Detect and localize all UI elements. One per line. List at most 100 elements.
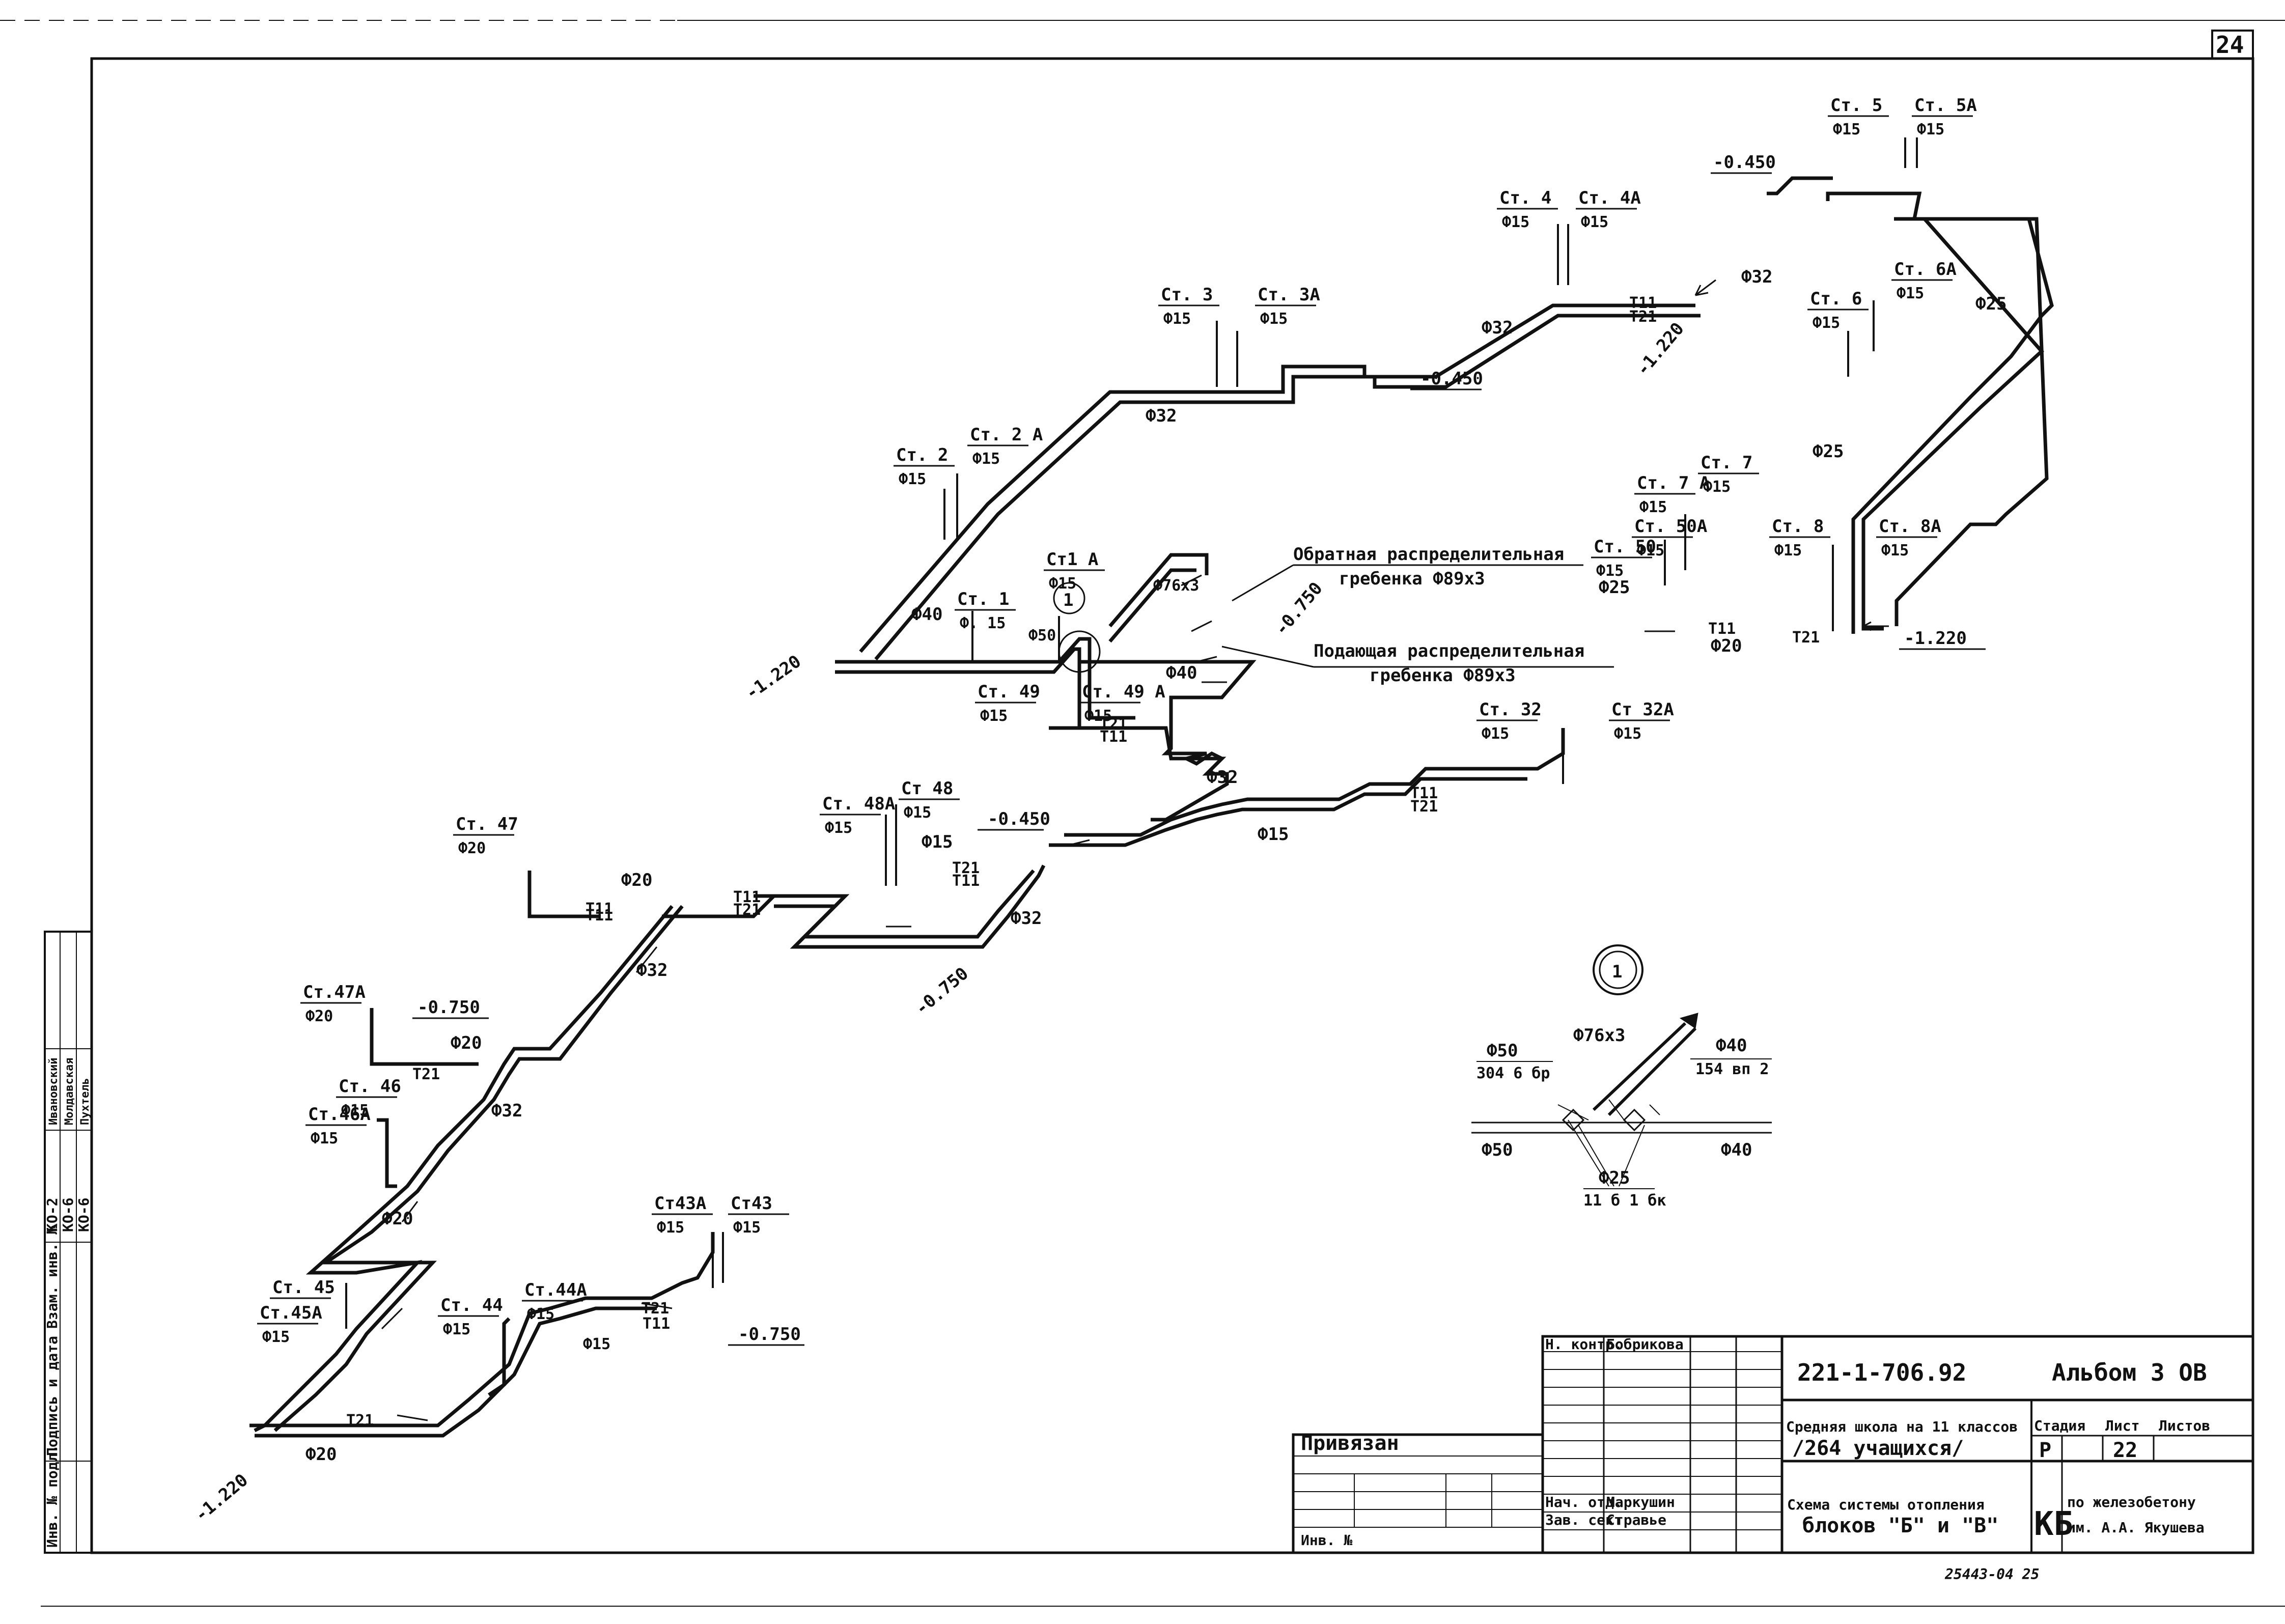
tb-album: Альбом 3 ОВ <box>2052 1359 2207 1386</box>
riser-name-st45a: Ст.45А <box>260 1303 322 1323</box>
elev-m0450-low: -0.450 <box>988 809 1050 829</box>
riser-stubs <box>345 137 1918 1329</box>
elev-p1220-c: -1.220 <box>1904 628 1967 649</box>
riser-name-st8: Ст. 8 <box>1772 516 1824 537</box>
marker-t11-1: Т11 <box>1629 294 1657 312</box>
pipe-manifold-supply <box>1108 568 1196 643</box>
riser-name-st43a: Ст43А <box>654 1193 706 1214</box>
marker-t21-7: Т21 <box>412 1066 440 1083</box>
marker-t11-2: Т11 <box>1708 620 1736 638</box>
marker-t21-4: Т21 <box>1410 798 1438 816</box>
elev-m1220-a: -1.220 <box>1632 319 1688 380</box>
stamp-col3: Взам. инв. № <box>44 1226 61 1329</box>
size-label-d15-a: Ф15 <box>1258 824 1289 845</box>
pipe-upper-left <box>859 303 1695 653</box>
marker-t11-8: Т11 <box>643 1315 670 1333</box>
elev-m0450-mid: -0.450 <box>1420 369 1483 389</box>
tb-sheet: 22 <box>2113 1439 2137 1462</box>
pipe-manifold-return <box>1108 553 1209 628</box>
riser-dia-st8a: Ф15 <box>1881 542 1909 559</box>
pipe-bottom-b <box>255 1306 657 1438</box>
pipe-top-branch <box>1767 176 1833 195</box>
pipe-st47-drop <box>527 871 601 918</box>
detail-right-valve: 154 вп 2 <box>1695 1060 1769 1078</box>
riser-name-st3: Ст. 3 <box>1161 285 1213 305</box>
riser-name-st46a: Ст.46А <box>308 1104 371 1125</box>
marker-t11-5: Т11 <box>952 872 980 890</box>
riser-dia-st43a: Ф15 <box>657 1219 684 1237</box>
size-label-d20-d: Ф20 <box>382 1209 413 1229</box>
stamp-k1: КО-2 <box>44 1198 61 1232</box>
riser-name-st6a: Ст. 6А <box>1894 259 1957 279</box>
detail-labels: 1 Ф76х3 Ф50 304 6 бр Ф40 154 вп 2 Ф50 Ф4… <box>1476 962 1772 1210</box>
riser-name-st46: Ст. 46 <box>339 1076 401 1097</box>
pipe-bottom-a <box>249 1232 715 1427</box>
riser-name-st2: Ст. 2 <box>896 445 948 465</box>
riser-name-st50a: Ст. 50А <box>1634 516 1707 537</box>
tb-stage-h: Стадия <box>2034 1417 2085 1434</box>
marker-t11-7: Т11 <box>586 907 613 925</box>
supply-manifold-size: гребенка Ф89х3 <box>1370 665 1516 686</box>
elev-m0750-a: -0.750 <box>1271 578 1327 639</box>
detail-bottom-left: Ф50 <box>1482 1140 1513 1160</box>
riser-dia-st5a: Ф15 <box>1917 121 1944 138</box>
marker-t11-9: Т11 <box>586 900 613 918</box>
size-label-d32-e: Ф32 <box>1011 908 1042 929</box>
size-label-d25-b: Ф25 <box>1813 441 1844 462</box>
riser-dia-st32a: Ф15 <box>1614 725 1641 743</box>
riser-name-st47: Ст. 47 <box>456 814 518 834</box>
riser-dia-st7a: Ф15 <box>1639 498 1667 516</box>
tb-org-logo: КБ <box>2034 1505 2073 1543</box>
riser-dia-st46: Ф15 <box>341 1102 369 1119</box>
riser-dia-st6a: Ф15 <box>1897 285 1924 302</box>
tb-nach-otd: Нач. отд. <box>1545 1494 1623 1510</box>
riser-dia-st49a: Ф15 <box>1084 707 1112 725</box>
stamp-n1: Ивановский <box>47 1058 60 1125</box>
riser-dia-st50a: Ф15 <box>1637 542 1664 559</box>
size-label-d32-a: Ф32 <box>1741 267 1772 287</box>
return-manifold-label: Обратная распределительная <box>1293 544 1564 565</box>
riser-dia-st46a: Ф15 <box>311 1130 338 1147</box>
riser-dia-st47: Ф20 <box>458 839 486 857</box>
riser-name-st49: Ст. 49 <box>978 682 1040 702</box>
pipe-network <box>249 176 2054 1438</box>
elev-m0750-b: -0.750 <box>911 963 972 1019</box>
side-stamp-text: Инв. № подл. Подпись и дата Взам. инв. №… <box>44 1058 92 1548</box>
marker-t21-9: Т21 <box>346 1412 374 1430</box>
pipe-lower-diag-a <box>254 905 674 1433</box>
marker-t11-3: Т11 <box>1100 728 1127 746</box>
size-label-d25-a: Ф25 <box>1975 294 2007 314</box>
tb-stage: Р <box>2039 1439 2051 1462</box>
riser-dia-st48: Ф15 <box>904 804 931 822</box>
pipe-upper-left-2 <box>874 314 1701 661</box>
tb-footer: 25443-04 25 <box>1944 1566 2039 1583</box>
detail-1-callout <box>1471 944 1772 1187</box>
stamp-k2: КО-6 <box>60 1198 76 1232</box>
riser-name-st44: Ст. 44 <box>440 1295 503 1315</box>
riser-name-st3a: Ст. 3А <box>1258 285 1320 305</box>
stamp-k3: КО-6 <box>75 1198 92 1232</box>
pipe-st44 <box>488 1334 506 1396</box>
size-label-d32-g: Ф32 <box>491 1101 522 1121</box>
node-1-label: 1 <box>1063 590 1073 610</box>
elev-m0750-c: -0.750 <box>417 997 480 1018</box>
riser-dia-st43: Ф15 <box>733 1219 761 1237</box>
riser-dia-st50: Ф15 <box>1596 562 1624 580</box>
riser-dia-st49: Ф15 <box>980 707 1008 725</box>
sheet-number: 24 <box>2216 31 2244 59</box>
manifold-leaders <box>1191 564 1614 668</box>
tb-zav-sekt: Зав. сект <box>1545 1511 1623 1528</box>
detail-bottom-right: Ф40 <box>1721 1140 1752 1160</box>
node-1-marker <box>1053 582 1101 673</box>
size-label-d15-b: Ф15 <box>922 832 953 852</box>
size-label-d40-b: Ф40 <box>1166 663 1197 683</box>
riser-name-st50: Ст. 50 <box>1594 537 1656 557</box>
riser-dia-st5: Ф15 <box>1833 121 1860 138</box>
riser-name-st1: Ст. 1 <box>957 589 1009 609</box>
stamp-col2: Подпись и дата <box>44 1336 61 1456</box>
riser-name-st8a: Ст. 8А <box>1879 516 1941 537</box>
elev-p0750-d: -0.750 <box>738 1324 801 1345</box>
stamp-col1: Инв. № подл. <box>44 1445 61 1548</box>
tb-inv-no: Инв. № <box>1301 1532 1352 1549</box>
marker-t21-1: Т21 <box>1629 308 1657 326</box>
